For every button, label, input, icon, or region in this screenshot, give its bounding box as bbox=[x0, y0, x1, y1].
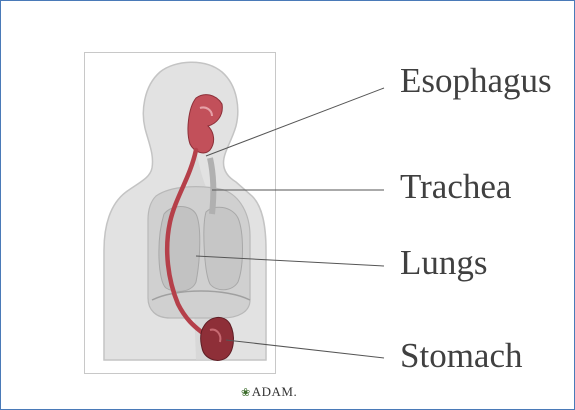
lungs-label: Lungs bbox=[400, 245, 488, 280]
logo-text: ADAM. bbox=[252, 384, 297, 399]
stomach-label: Stomach bbox=[400, 338, 522, 373]
esophagus-label: Esophagus bbox=[400, 63, 552, 98]
lung-right bbox=[204, 207, 243, 290]
leaf-icon: ❀ bbox=[241, 387, 251, 399]
trachea-tube bbox=[210, 158, 213, 214]
stomach-organ bbox=[201, 317, 234, 360]
trachea-label: Trachea bbox=[400, 169, 511, 204]
adam-logo: ❀ADAM. bbox=[241, 384, 297, 400]
